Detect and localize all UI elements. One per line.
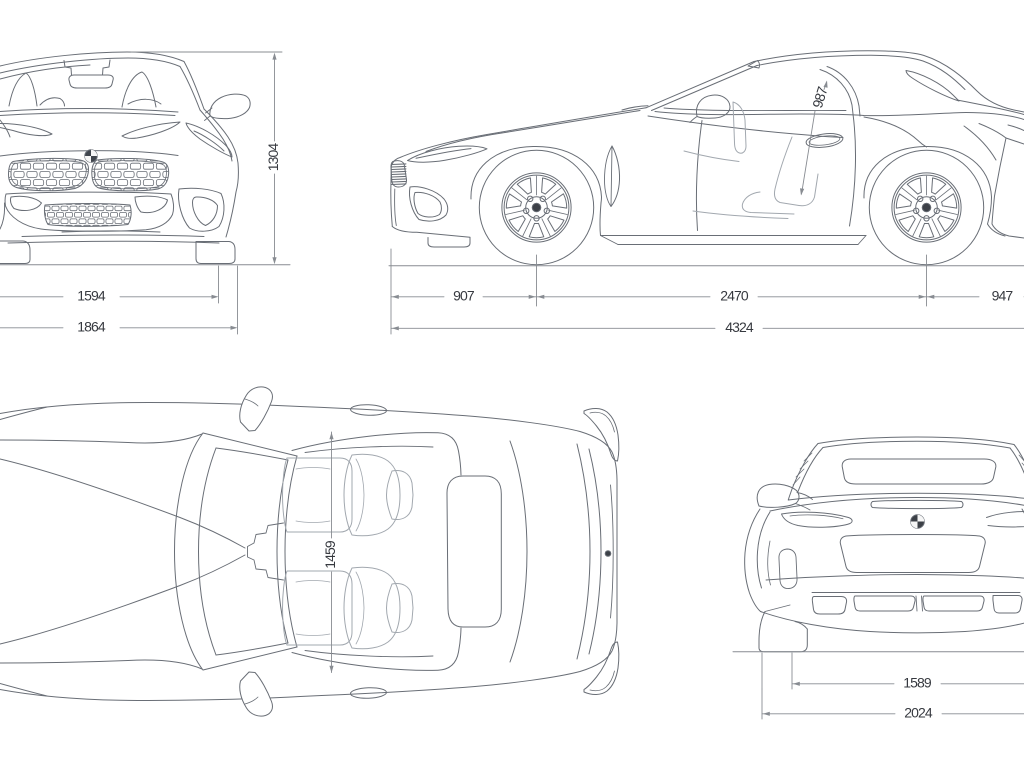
- svg-text:1459: 1459: [322, 540, 338, 569]
- svg-text:907: 907: [453, 288, 475, 304]
- svg-text:4324: 4324: [725, 319, 754, 335]
- svg-text:1589: 1589: [903, 675, 932, 691]
- svg-text:987: 987: [809, 84, 831, 109]
- svg-text:2470: 2470: [720, 288, 749, 304]
- svg-text:947: 947: [992, 288, 1014, 304]
- svg-text:1864: 1864: [77, 319, 106, 335]
- svg-text:1304: 1304: [265, 143, 281, 172]
- svg-text:1594: 1594: [77, 288, 106, 304]
- svg-text:2024: 2024: [904, 705, 933, 721]
